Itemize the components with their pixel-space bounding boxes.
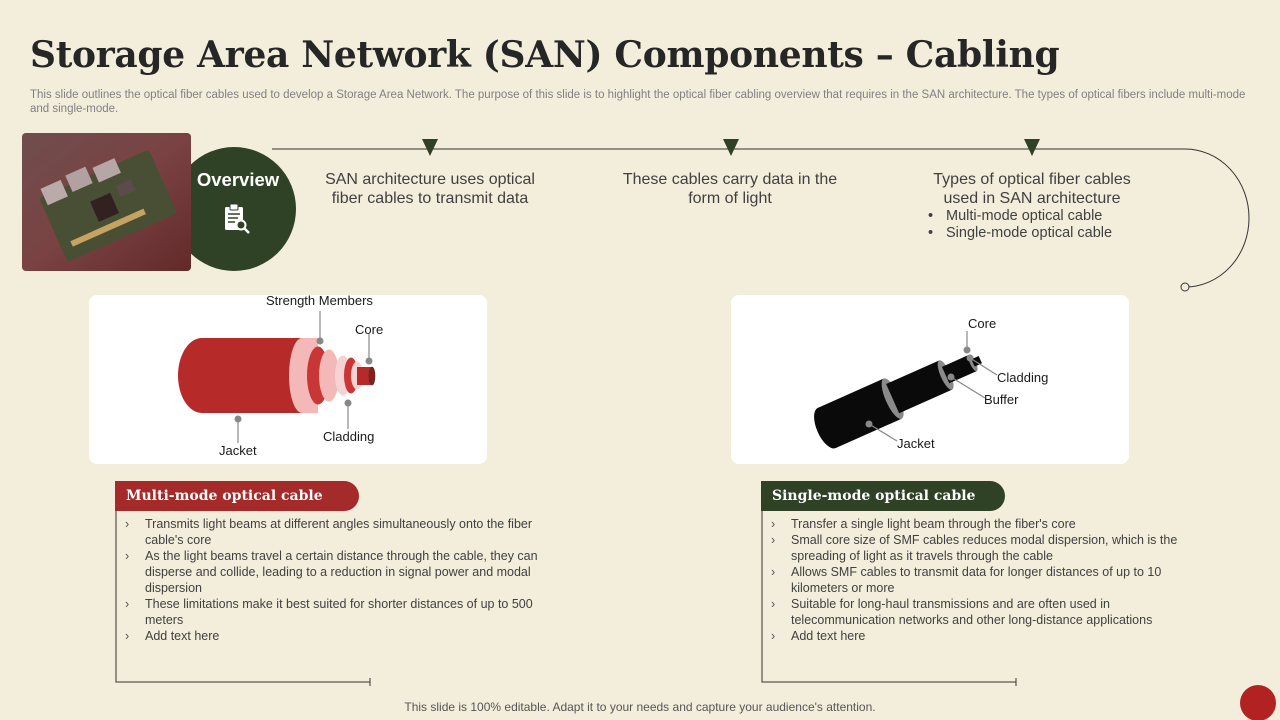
fiber-type-item: Multi-mode optical cable bbox=[928, 208, 1144, 225]
single-mode-list: Transfer a single light beam through the… bbox=[761, 516, 1189, 644]
list-item: Add text here bbox=[761, 628, 1189, 644]
core-label: Core bbox=[968, 316, 997, 331]
buffer-label: Buffer bbox=[984, 392, 1019, 407]
multi-mode-heading: Multi-mode optical cable bbox=[115, 481, 359, 511]
cladding-label: Cladding bbox=[997, 370, 1049, 385]
timeline-marker-3 bbox=[1024, 139, 1040, 156]
cladding-label: Cladding bbox=[323, 429, 375, 444]
list-item: Add text here bbox=[115, 628, 545, 644]
multi-mode-list: Transmits light beams at different angle… bbox=[115, 516, 545, 644]
timeline-markers bbox=[422, 139, 1040, 156]
single-mode-heading: Single-mode optical cable bbox=[761, 481, 1005, 511]
list-item: Transmits light beams at different angle… bbox=[115, 516, 545, 548]
multi-mode-cable-diagram bbox=[178, 311, 376, 443]
list-item: Suitable for long-haul transmissions and… bbox=[761, 596, 1189, 628]
strength-members-label: Strength Members bbox=[266, 293, 373, 308]
page-title: Storage Area Network (SAN) Components – … bbox=[30, 34, 1060, 76]
single-mode-cable-diagram bbox=[814, 331, 998, 449]
core-label: Core bbox=[355, 322, 384, 337]
overview-label: Overview bbox=[196, 169, 280, 190]
single-mode-diagram-card: Core Cladding Buffer Jacket bbox=[731, 295, 1129, 464]
circuit-board-photo bbox=[22, 133, 191, 271]
fiber-type-item: Single-mode optical cable bbox=[928, 225, 1144, 242]
list-item: Transfer a single light beam through the… bbox=[761, 516, 1189, 532]
list-item: As the light beams travel a certain dist… bbox=[115, 548, 545, 596]
list-item: These limitations make it best suited fo… bbox=[115, 596, 545, 628]
jacket-label: Jacket bbox=[219, 443, 257, 458]
overview-point-2: These cables carry data in the form of l… bbox=[622, 171, 838, 207]
footer-note: This slide is 100% editable. Adapt it to… bbox=[404, 700, 876, 714]
overview-point-3-text: Types of optical fiber cables used in SA… bbox=[933, 171, 1131, 207]
list-item: Allows SMF cables to transmit data for l… bbox=[761, 564, 1189, 596]
fiber-types-list: Multi-mode optical cable Single-mode opt… bbox=[920, 208, 1144, 242]
jacket-label: Jacket bbox=[897, 436, 935, 451]
multi-mode-diagram-card: Strength Members Core Cladding Jacket bbox=[89, 293, 487, 464]
clipboard-search-icon bbox=[222, 203, 252, 235]
decorative-red-circle bbox=[1240, 685, 1276, 720]
timeline-marker-1 bbox=[422, 139, 438, 156]
page-subtitle: This slide outlines the optical fiber ca… bbox=[30, 89, 1246, 115]
timeline-end-dot bbox=[1180, 282, 1190, 292]
timeline-marker-2 bbox=[723, 139, 739, 156]
overview-point-3: Types of optical fiber cables used in SA… bbox=[920, 170, 1144, 242]
overview-point-1: SAN architecture uses optical fiber cabl… bbox=[325, 171, 535, 207]
list-item: Small core size of SMF cables reduces mo… bbox=[761, 532, 1189, 564]
